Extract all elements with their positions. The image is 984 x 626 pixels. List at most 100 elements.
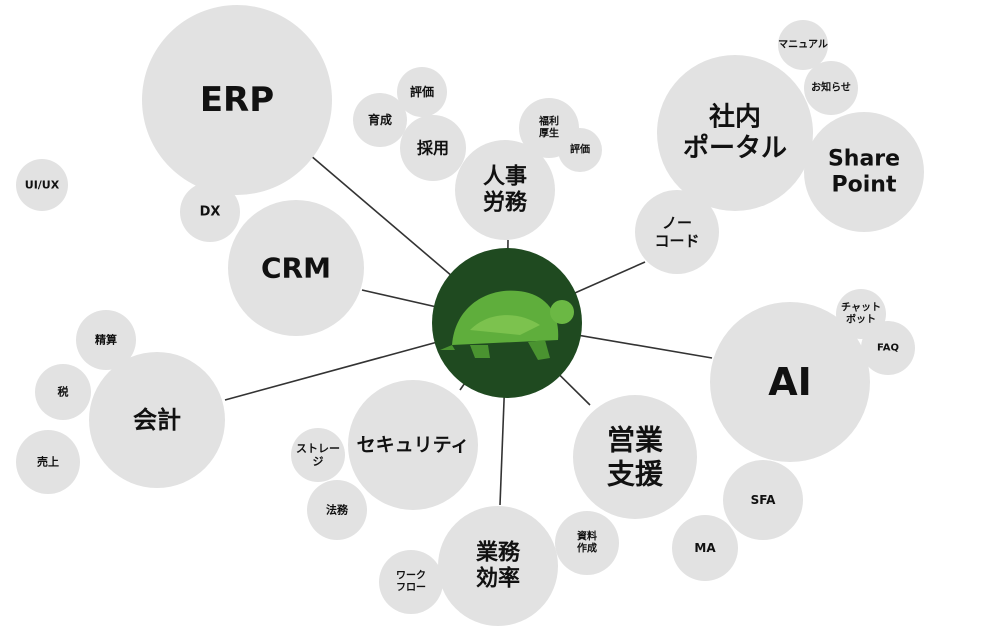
bubble-circle: [657, 55, 813, 211]
bubble-label: 効率: [476, 566, 520, 592]
bubble-label: Share: [828, 146, 900, 171]
bubble-faq: FAQ: [861, 321, 915, 375]
bubble-label: DX: [200, 205, 221, 220]
bubble-label: 人事: [483, 163, 527, 189]
bubble-label: ボット: [846, 313, 876, 326]
bubble-erp: ERP: [142, 5, 332, 195]
bubble-label: 評価: [570, 143, 590, 156]
bubble-circle: [307, 480, 367, 540]
bubble-manual: マニュアル: [778, 20, 828, 70]
bubble-circle: [142, 5, 332, 195]
bubble-circle: [573, 395, 697, 519]
bubble-circle: [16, 430, 80, 494]
bubble-label: セキュリティ: [357, 434, 470, 456]
bubble-circle: [778, 20, 828, 70]
bubble-label: 支援: [607, 457, 664, 490]
bubble-circle: [861, 321, 915, 375]
bubble-label: 福利: [538, 115, 559, 128]
bubble-label: 育成: [368, 112, 392, 127]
bubble-label: 営業: [607, 424, 663, 457]
bubble-ai: AI: [710, 302, 870, 462]
bubble-sfa: SFA: [723, 460, 803, 540]
bubble-label: FAQ: [877, 343, 899, 354]
bubble-uriage: 売上: [16, 430, 80, 494]
bubble-kaikei: 会計: [89, 352, 225, 488]
bubble-circle: [635, 190, 719, 274]
bubble-label: CRM: [261, 252, 331, 285]
bubble-label: SFA: [751, 493, 776, 507]
bubble-circle: [89, 352, 225, 488]
bubble-circle: [672, 515, 738, 581]
bubble-circle: [400, 115, 466, 181]
bubble-label: 採用: [417, 139, 449, 158]
bubble-ikusei: 育成: [353, 93, 407, 147]
bubble-label: AI: [768, 360, 812, 404]
bubble-uiux: UI/UX: [16, 159, 68, 211]
bubble-label: 売上: [37, 455, 59, 469]
bubble-label: コード: [654, 232, 699, 250]
bubble-zei: 税: [35, 364, 91, 420]
bubble-label: 税: [58, 385, 69, 399]
bubble-circle: [228, 200, 364, 336]
bubble-ma: MA: [672, 515, 738, 581]
bubble-label: 社内: [709, 101, 761, 132]
bubble-label: お知らせ: [811, 81, 851, 94]
bubble-circle: [180, 182, 240, 242]
bubble-hyoka2: 評価: [558, 128, 602, 172]
bubble-label: 厚生: [539, 127, 559, 140]
bubble-circle: [35, 364, 91, 420]
bubble-label: ストレー: [296, 442, 340, 455]
bubble-label: 会計: [133, 406, 181, 434]
bubble-label: ポータル: [683, 133, 787, 164]
bubble-hyoka1: 評価: [397, 67, 447, 117]
bubble-dx: DX: [180, 182, 240, 242]
bubble-security: セキュリティ: [348, 380, 478, 510]
bubble-label: マニュアル: [778, 39, 828, 51]
bubble-label: 業務: [476, 539, 521, 565]
bubble-circle: [16, 159, 68, 211]
bubble-saiyo: 採用: [400, 115, 466, 181]
bubble-label: 評価: [410, 84, 434, 99]
bubble-label: 法務: [326, 503, 349, 517]
bubble-label: ジ: [313, 455, 324, 468]
turtle-icon: [440, 290, 574, 360]
bubble-circle: [558, 128, 602, 172]
bubble-homu: 法務: [307, 480, 367, 540]
bubble-circle: [804, 112, 924, 232]
bubble-label: ノー: [662, 214, 692, 232]
bubble-label: 労務: [483, 190, 528, 216]
bubble-circle: [76, 310, 136, 370]
bubble-label: 精算: [95, 333, 117, 347]
center-logo: [432, 248, 582, 398]
bubble-seisan: 精算: [76, 310, 136, 370]
bubble-circle: [397, 67, 447, 117]
bubble-label: UI/UX: [25, 179, 60, 192]
bubble-label: ERP: [200, 80, 274, 120]
bubble-label: フロー: [396, 582, 426, 594]
bubble-circle: [291, 428, 345, 482]
bubble-circle: [555, 511, 619, 575]
bubble-label: MA: [694, 541, 716, 555]
bubble-circle: [353, 93, 407, 147]
bubble-label: 作成: [577, 542, 597, 555]
bubble-circle: [348, 380, 478, 510]
bubble-circle: [455, 140, 555, 240]
bubble-label: Point: [832, 173, 897, 198]
bubble-circle: [804, 61, 858, 115]
bubble-oshirase: お知らせ: [804, 61, 858, 115]
bubble-crm: CRM: [228, 200, 364, 336]
bubble-circle: [379, 550, 443, 614]
bubble-circle: [723, 460, 803, 540]
bubble-circle: [438, 506, 558, 626]
bubble-label: ワーク: [396, 570, 426, 582]
